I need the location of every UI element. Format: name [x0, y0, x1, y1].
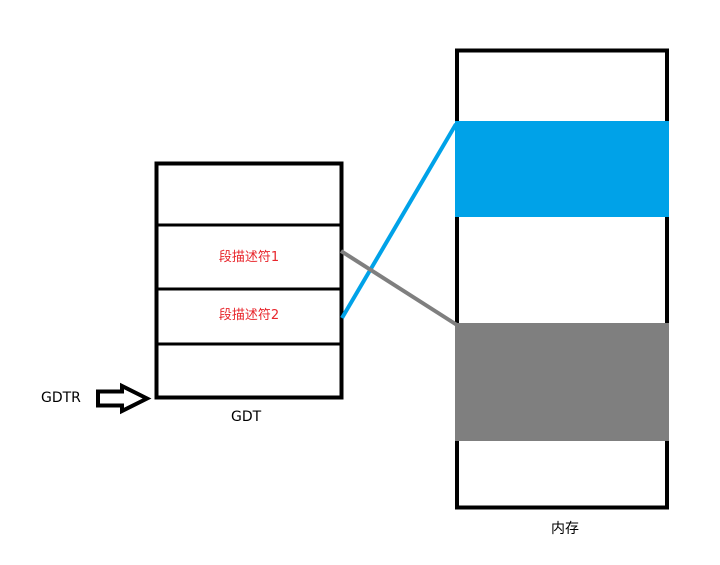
gdt-table-outline — [154, 161, 344, 400]
gdtr-label: GDTR — [41, 390, 81, 406]
memory-segment-1 — [455, 121, 669, 217]
gdt-label: GDT — [231, 409, 262, 425]
descriptor-1-link-line — [339, 249, 459, 327]
gdt-table — [154, 161, 344, 400]
descriptor-2-label: 段描述符2 — [218, 308, 280, 323]
descriptor-2-link-line — [340, 122, 458, 320]
gdtr-arrow-icon — [96, 382, 152, 415]
memory-label: 内存 — [551, 521, 579, 537]
memory-block — [455, 48, 669, 510]
memory-segment-2 — [455, 323, 669, 441]
descriptor-1-label: 段描述符1 — [218, 250, 280, 265]
